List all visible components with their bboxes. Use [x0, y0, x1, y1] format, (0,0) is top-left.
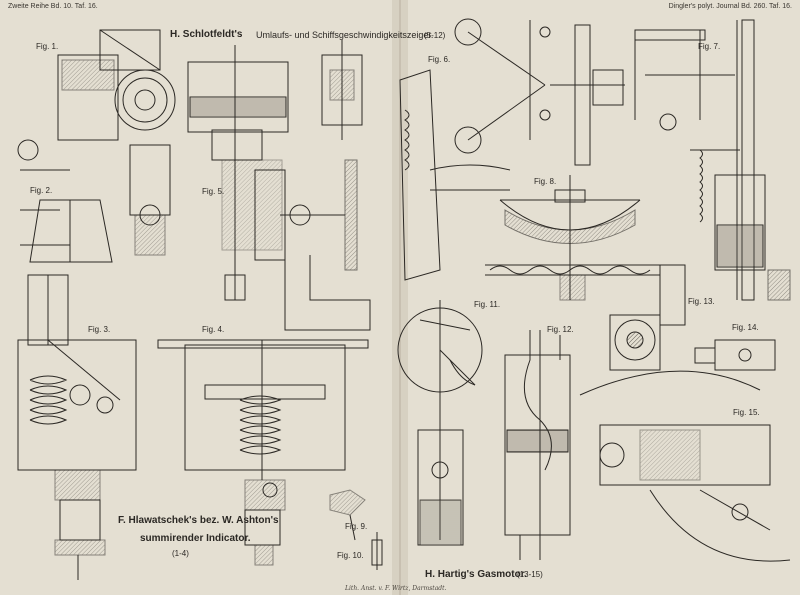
title-hlawatschek-range: (1-4) [172, 549, 189, 558]
fig-10-label: Fig. 10. [337, 551, 364, 560]
fig-15-label: Fig. 15. [733, 408, 760, 417]
fig-11-label: Fig. 11. [474, 300, 501, 309]
fig-14-label: Fig. 14. [732, 323, 759, 332]
title-hlawatschek-line2: summirender Indicator. [140, 533, 251, 544]
fig-2-label: Fig. 2. [30, 186, 53, 195]
fig-7-label: Fig. 7. [698, 42, 721, 51]
fig-5-label: Fig. 5. [202, 187, 225, 196]
fig-13-label: Fig. 13. [688, 297, 715, 306]
fig-8-label: Fig. 8. [534, 177, 557, 186]
fig-1-label: Fig. 1. [36, 42, 59, 51]
header-left: Zweite Reihe Bd. 10. Taf. 16. [8, 3, 98, 10]
fig-9-label: Fig. 9. [345, 522, 368, 531]
fig-6-label: Fig. 6. [428, 55, 451, 64]
fig-3-label: Fig. 3. [88, 325, 111, 334]
fig-12-label: Fig. 12. [547, 325, 574, 334]
title-hlawatschek-line1: F. Hlawatschek's bez. W. Ashton's [118, 515, 279, 526]
title-schlotfeldt-subtitle: Umlaufs- und Schiffsgeschwindigkeitszeig… [256, 30, 434, 40]
title-schlotfeldt-range: (5-12) [424, 31, 446, 40]
title-schlotfeldt: H. Schlotfeldt's [170, 29, 243, 40]
title-hartig: H. Hartig's Gasmotor. [425, 569, 527, 580]
fig-4-label: Fig. 4. [202, 325, 225, 334]
header-right: Dingler's polyt. Journal Bd. 260. Taf. 1… [668, 3, 792, 10]
lithograph-imprint: Lith. Anst. v. F. Wirtz, Darmstadt. [345, 585, 447, 592]
title-hartig-range: (13-15) [517, 570, 543, 579]
